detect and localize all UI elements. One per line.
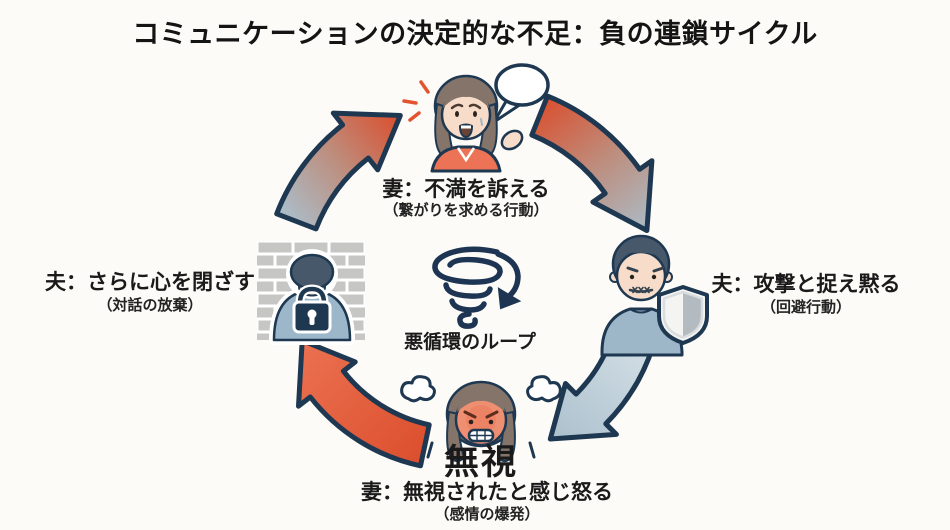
steam-puff-icon [400, 375, 436, 403]
arrow-withdrawal-to-wife [274, 110, 403, 232]
stage-left-label: 夫：さらに心を閉ざす [45, 270, 255, 294]
wife-complaining-illustration [402, 63, 550, 173]
emphasis-marks-icon [426, 441, 536, 459]
husband-behind-brick-wall-illustration [257, 241, 365, 345]
loop-arrowhead-icon [497, 287, 522, 310]
speech-bubble-icon [492, 63, 550, 124]
angry-wife-illustration [400, 375, 562, 463]
diagram-title: コミュニケーションの決定的な不足：負の連鎖サイクル [132, 19, 818, 50]
ignore-emphasis-text: 無視 [443, 443, 519, 483]
stage-bottom-label: 妻：無視されたと感じ怒る [361, 480, 613, 504]
stage-top-label: 妻：不満を訴える [382, 177, 550, 201]
stage-right-sublabel: （回避行動） [760, 298, 852, 316]
center-loop-label: 悪循環のループ [404, 331, 536, 353]
stage-bottom-sublabel: （感情の爆発） [434, 505, 540, 523]
husband-with-shield-illustration [600, 234, 709, 357]
stage-top-sublabel: （繋がりを求める行動） [383, 201, 549, 219]
padlock-icon [292, 284, 332, 334]
arrow-anger-to-withdrawal [296, 338, 432, 469]
shield-icon [657, 285, 709, 345]
tornado-spiral-icon [432, 246, 522, 329]
stage-left-sublabel: （対話の放棄） [97, 296, 203, 314]
stage-right-label: 夫：攻撃と捉え黙る [711, 272, 901, 296]
stress-marks-icon [402, 80, 430, 122]
arrow-wife-to-husband [529, 93, 655, 233]
steam-puff-icon [526, 375, 562, 403]
